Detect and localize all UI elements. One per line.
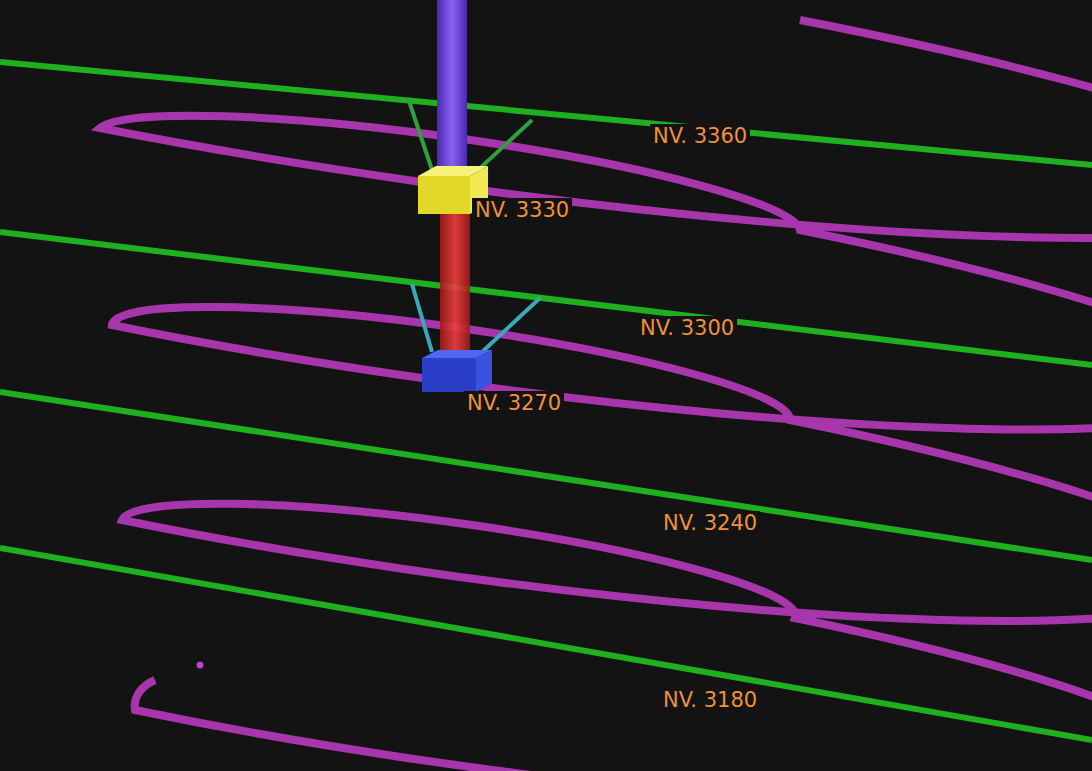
access-line: [408, 98, 432, 170]
level-lines: [0, 62, 1092, 740]
level-label: NV. 3300: [637, 316, 737, 340]
station-top: [422, 350, 492, 358]
upper-shaft: [437, 0, 467, 172]
spiral-ramp: [100, 20, 1092, 771]
ramp-point: [197, 662, 204, 669]
level-label: NV. 3180: [660, 688, 760, 712]
blue-station: [422, 350, 492, 392]
station-face: [422, 358, 476, 392]
level-label: NV. 3270: [464, 391, 564, 415]
level-label: NV. 3330: [472, 198, 572, 222]
level-line: [0, 548, 1092, 740]
level-label: NV. 3240: [660, 511, 760, 535]
access-line: [478, 120, 532, 170]
lower-shaft: [440, 210, 470, 352]
access-line: [412, 284, 432, 352]
access-line: [482, 298, 540, 352]
level-label: NV. 3360: [650, 124, 750, 148]
station-top: [418, 166, 488, 176]
station-face: [418, 176, 470, 214]
